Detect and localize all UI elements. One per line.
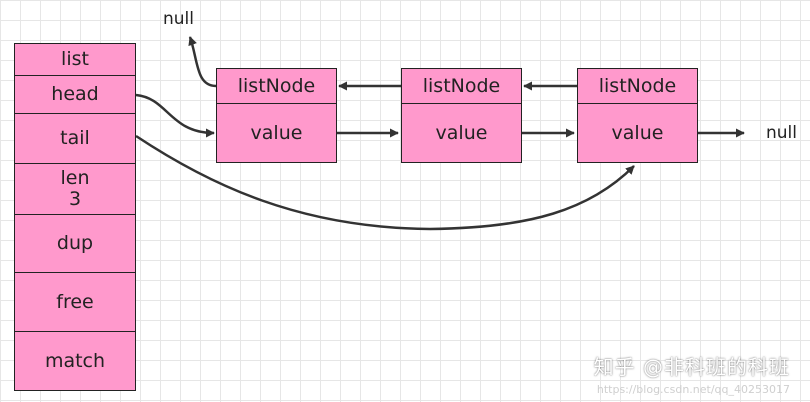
list-node-1-title: listNode	[237, 74, 316, 97]
watermark-url: https://blog.csdn.net/qq_40253017	[596, 383, 790, 396]
list-node-3-title-cell: listNode	[577, 68, 698, 104]
list-node-2-title: listNode	[422, 74, 501, 97]
dup-field-cell: dup	[14, 214, 136, 273]
list-node-1-value-cell: value	[216, 103, 337, 163]
head-field-cell: head	[14, 75, 136, 114]
next-null-label: null	[766, 123, 797, 143]
tail-pointer-arrow	[135, 134, 635, 231]
list-node-1-title-cell: listNode	[216, 68, 337, 104]
match-field-label: match	[44, 349, 106, 372]
list-node-2-value-cell: value	[401, 103, 522, 163]
len-field-cell: len 3	[14, 163, 136, 215]
prev-null-label: null	[163, 9, 194, 29]
head-pointer-arrow	[135, 93, 215, 138]
tail-field-cell: tail	[14, 113, 136, 164]
tail-field-label: tail	[60, 127, 90, 150]
free-field-cell: free	[14, 272, 136, 332]
list-node-3-title: listNode	[598, 74, 677, 97]
match-field-cell: match	[14, 331, 136, 391]
len-field-label: len	[60, 167, 90, 190]
list-node-3-value: value	[611, 121, 664, 144]
list-node-1-value: value	[250, 121, 303, 144]
len-field-value: 3	[68, 188, 82, 210]
node1-prev-null-arrow	[188, 36, 217, 88]
list-field-label: list	[61, 48, 89, 71]
list-header-cell: list	[14, 43, 136, 76]
list-node-3-value-cell: value	[577, 103, 698, 163]
free-field-label: free	[56, 290, 94, 313]
dup-field-label: dup	[56, 232, 94, 255]
list-node-2-value: value	[435, 121, 488, 144]
head-field-label: head	[51, 83, 99, 106]
list-node-2-title-cell: listNode	[401, 68, 522, 104]
watermark-text: 知乎 @非科班的科班	[593, 355, 790, 379]
